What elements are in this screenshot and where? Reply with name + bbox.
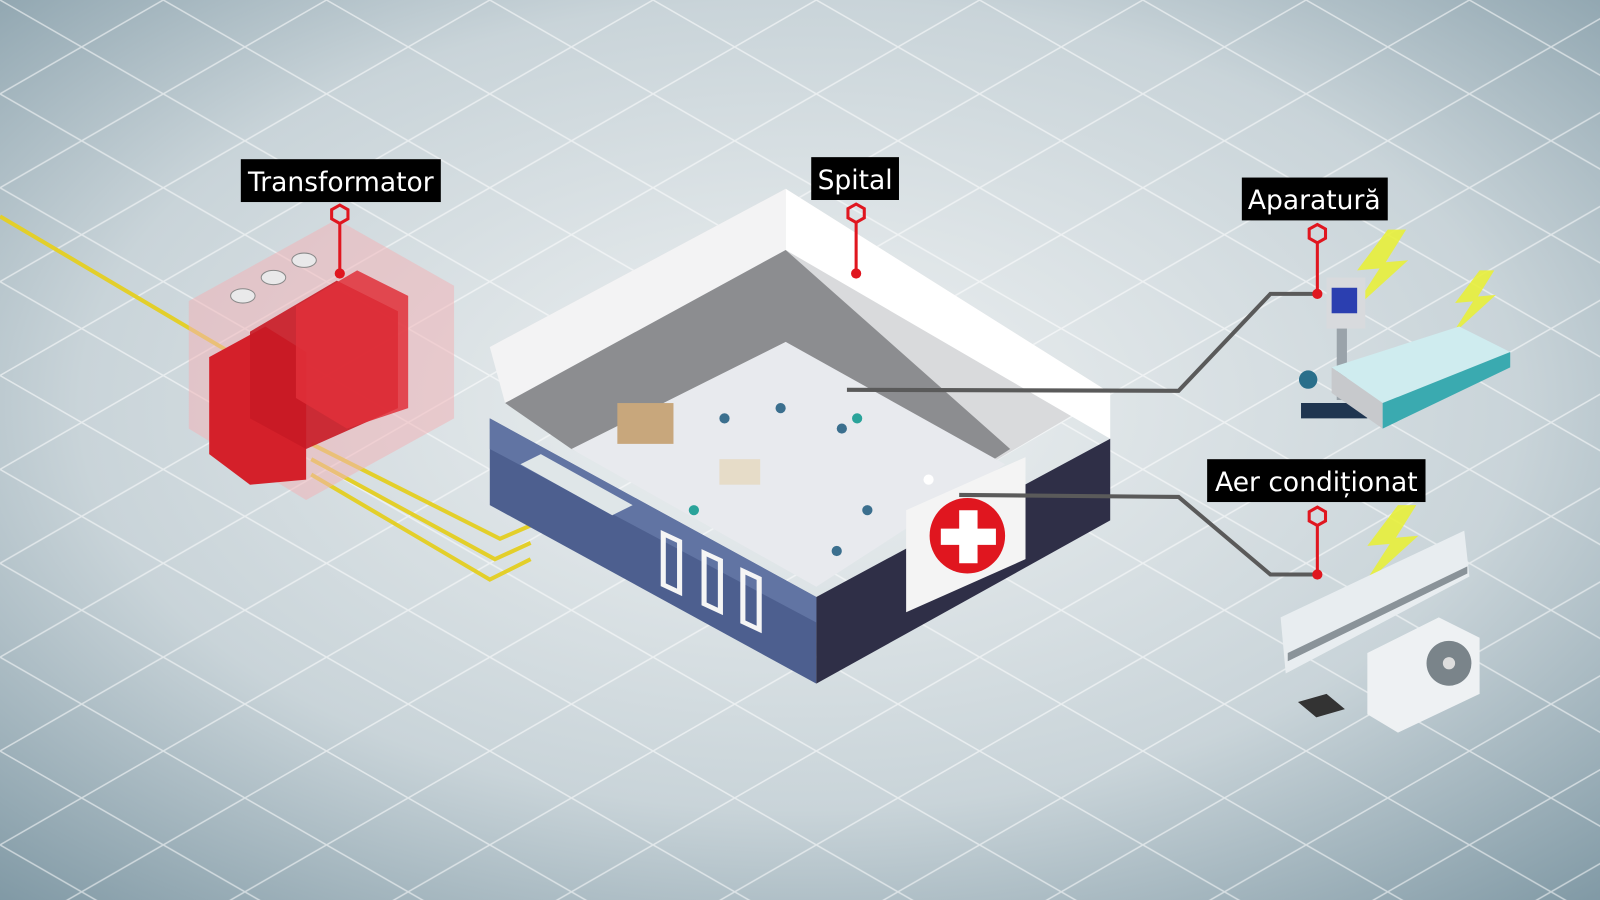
label-text: Transformator <box>247 167 434 198</box>
label-text: Spital <box>818 165 893 196</box>
people-and-rooms <box>617 403 934 557</box>
ventilator-bed-icon <box>1298 229 1511 429</box>
hospital-building-icon <box>489 188 1111 684</box>
label-equipment: Aparatură <box>1241 177 1388 299</box>
connector-lines <box>846 291 1319 577</box>
label-air-conditioning: Aer condiționat <box>1207 459 1426 580</box>
label-text: Aparatură <box>1248 185 1381 216</box>
transformer-icon <box>188 219 455 500</box>
label-text: Aer condiționat <box>1215 467 1418 498</box>
air-conditioner-icon <box>1280 505 1480 733</box>
label-hospital: Spital <box>811 157 899 279</box>
label-transformer: Transformator <box>240 159 441 279</box>
